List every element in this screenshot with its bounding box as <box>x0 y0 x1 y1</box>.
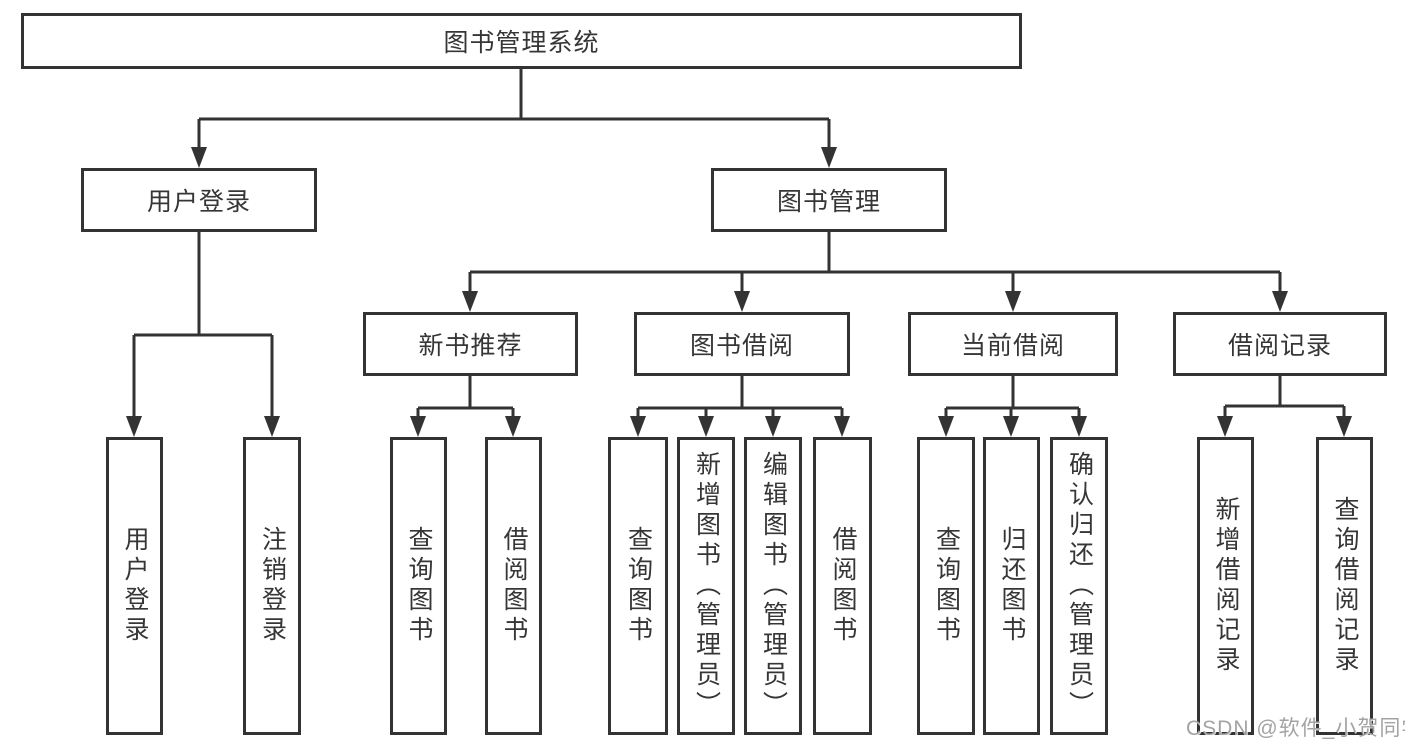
leaf-add-borrow-record: 新增借阅记录 <box>1197 437 1254 735</box>
arrowhead <box>410 416 426 437</box>
node-book-management-system: 图书管理系统 <box>21 13 1022 69</box>
leaf-add-books-admin: 新增图书（管理员） <box>677 437 735 735</box>
node-current-borrowing: 当前借阅 <box>908 312 1118 376</box>
node-user-login: 用户登录 <box>81 168 317 232</box>
arrowhead <box>1336 416 1352 437</box>
leaf-query-books-recommend: 查询图书 <box>390 437 447 735</box>
leaf-query-books-current: 查询图书 <box>917 437 975 735</box>
leaf-borrow-books-recommend: 借阅图书 <box>485 437 542 735</box>
leaf-borrow-books-borrowing: 借阅图书 <box>813 437 872 735</box>
arrowhead <box>765 416 781 437</box>
arrowhead <box>698 416 714 437</box>
arrowhead <box>264 416 280 437</box>
node-book-management: 图书管理 <box>711 168 947 232</box>
leaf-user-login: 用户登录 <box>106 437 163 735</box>
arrowhead <box>1217 416 1233 437</box>
arrowhead <box>1003 416 1019 437</box>
leaf-logout-login: 注销登录 <box>243 437 301 735</box>
arrowhead <box>834 416 850 437</box>
arrowhead <box>821 147 837 168</box>
arrowhead <box>1272 291 1288 312</box>
node-new-book-recommend: 新书推荐 <box>363 312 578 376</box>
arrowhead <box>734 291 750 312</box>
csdn-watermark: CSDN @软件_小贺同学 <box>1186 717 1405 740</box>
leaf-query-books-borrowing: 查询图书 <box>608 437 668 735</box>
arrowhead <box>191 147 207 168</box>
leaf-return-books: 归还图书 <box>983 437 1040 735</box>
leaf-confirm-return-admin: 确认归还（管理员） <box>1050 437 1108 735</box>
leaf-query-borrow-record: 查询借阅记录 <box>1316 437 1373 735</box>
arrowhead <box>938 416 954 437</box>
node-borrowing-records: 借阅记录 <box>1173 312 1387 376</box>
arrowhead <box>630 416 646 437</box>
arrowhead <box>505 416 521 437</box>
leaf-edit-books-admin: 编辑图书（管理员） <box>744 437 802 735</box>
arrowhead <box>1005 291 1021 312</box>
arrowhead <box>462 291 478 312</box>
arrowhead <box>126 416 142 437</box>
arrowhead <box>1071 416 1087 437</box>
node-book-borrowing: 图书借阅 <box>634 312 850 376</box>
